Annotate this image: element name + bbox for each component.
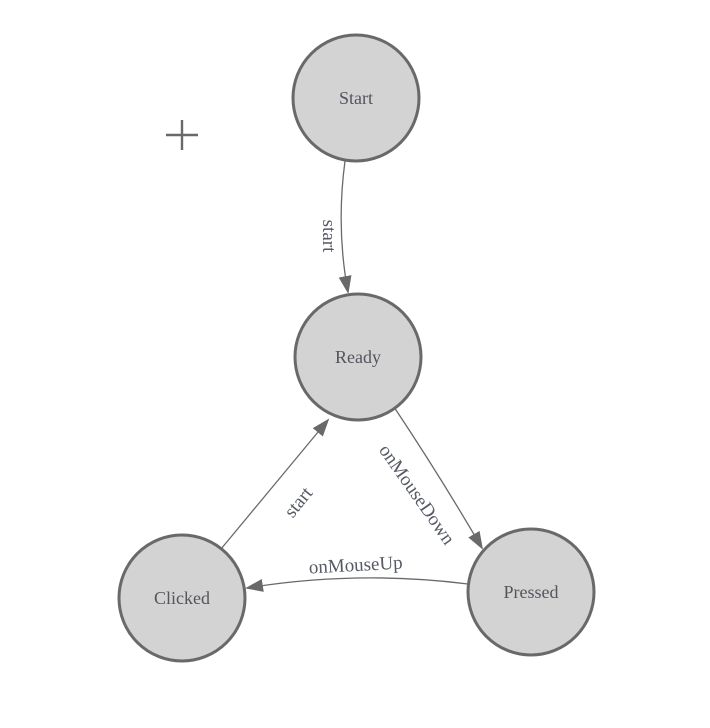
transition-line[interactable] <box>393 406 484 550</box>
transition-label: onMouseDown <box>374 441 459 549</box>
transition-clicked-to-ready[interactable]: start <box>220 418 330 550</box>
state-circle[interactable] <box>466 527 596 657</box>
transition-line[interactable] <box>338 160 352 294</box>
transition-line[interactable] <box>220 418 330 550</box>
transition-ready-to-pressed[interactable]: onMouseDown <box>374 406 484 550</box>
state-label: Start <box>339 88 373 108</box>
state-circle[interactable] <box>117 533 247 663</box>
transition-start-to-ready[interactable]: start <box>318 160 352 294</box>
state-node-clicked[interactable]: Clicked <box>117 533 247 663</box>
transition-label: onMouseUp <box>308 553 403 579</box>
state-label: Pressed <box>504 582 559 602</box>
state-node-ready[interactable]: Ready <box>293 292 423 422</box>
state-circle[interactable] <box>293 292 423 422</box>
state-node-start[interactable]: Start <box>291 33 421 163</box>
state-circle[interactable] <box>291 33 421 163</box>
state-label: Ready <box>335 347 381 367</box>
transition-label: start <box>318 220 339 253</box>
state-label: Clicked <box>154 588 210 608</box>
transition-line[interactable] <box>245 577 469 592</box>
crosshair-cursor <box>166 120 198 150</box>
transition-pressed-to-clicked[interactable]: onMouseUp <box>245 553 469 592</box>
transition-label: start <box>280 483 317 522</box>
state-node-pressed[interactable]: Pressed <box>466 527 596 657</box>
